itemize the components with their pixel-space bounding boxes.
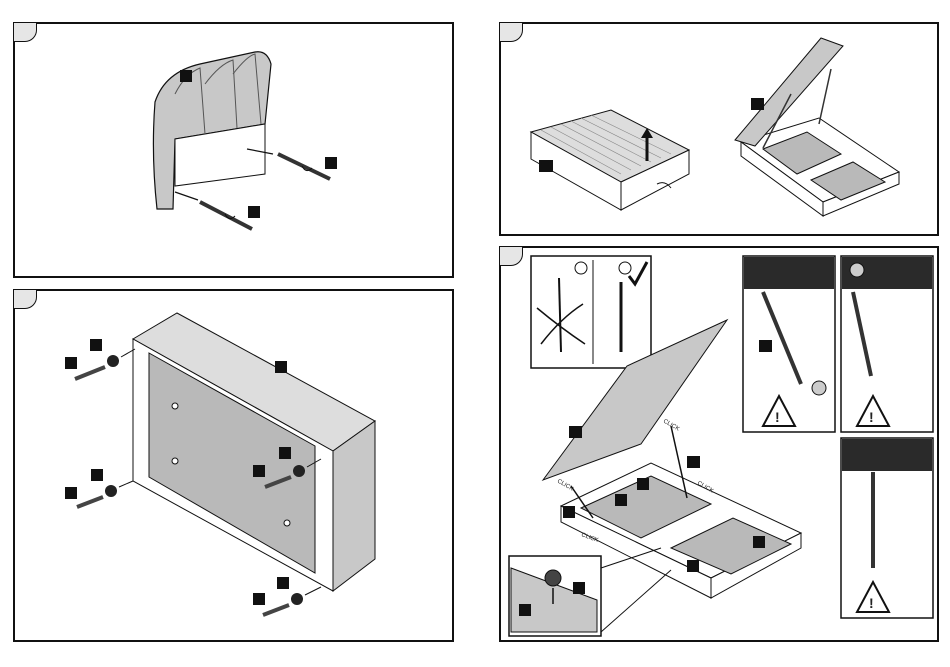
click-label: CLICK [662, 419, 680, 433]
panel-piston: CLICK CLICK CLICK CLICK ! [499, 246, 939, 642]
part-marker [563, 506, 575, 518]
part-marker [615, 494, 627, 506]
part-marker [275, 361, 287, 373]
piston-illustration: CLICK CLICK CLICK CLICK ! [501, 248, 941, 644]
part-marker [687, 560, 699, 572]
part-marker [325, 157, 337, 169]
svg-text:!: ! [775, 409, 780, 425]
part-marker [253, 465, 265, 477]
part-marker [65, 487, 77, 499]
part-marker [519, 604, 531, 616]
part-marker [253, 593, 265, 605]
step-piston-attach: ! [841, 256, 933, 432]
part-marker [277, 577, 289, 589]
part-marker [569, 426, 582, 438]
part-marker [759, 340, 772, 352]
base-illustration [15, 291, 456, 644]
click-label: CLICK [556, 479, 574, 493]
step-piston-mounted: ! [841, 438, 933, 618]
svg-text:!: ! [869, 409, 874, 425]
panel-headboard [13, 22, 454, 278]
panel-base-feet [13, 289, 454, 642]
foot-assembly [253, 577, 321, 615]
part-marker [65, 357, 77, 369]
panel-lift [499, 22, 939, 236]
headboard-illustration [15, 24, 456, 280]
part-marker [279, 447, 291, 459]
step-piston-detach: ! [743, 256, 835, 432]
part-marker [539, 160, 553, 172]
part-marker [180, 70, 192, 82]
foot-assembly [65, 339, 135, 379]
foot-assembly [65, 469, 133, 507]
part-marker [90, 339, 102, 351]
svg-text:!: ! [869, 595, 874, 611]
orientation-inset [531, 256, 651, 368]
lift-illustration [501, 24, 941, 238]
part-marker [248, 206, 260, 218]
part-marker [687, 456, 700, 468]
part-marker [637, 478, 649, 490]
part-marker [91, 469, 103, 481]
part-marker [753, 536, 765, 548]
part-marker [573, 582, 585, 594]
part-marker [751, 98, 764, 110]
